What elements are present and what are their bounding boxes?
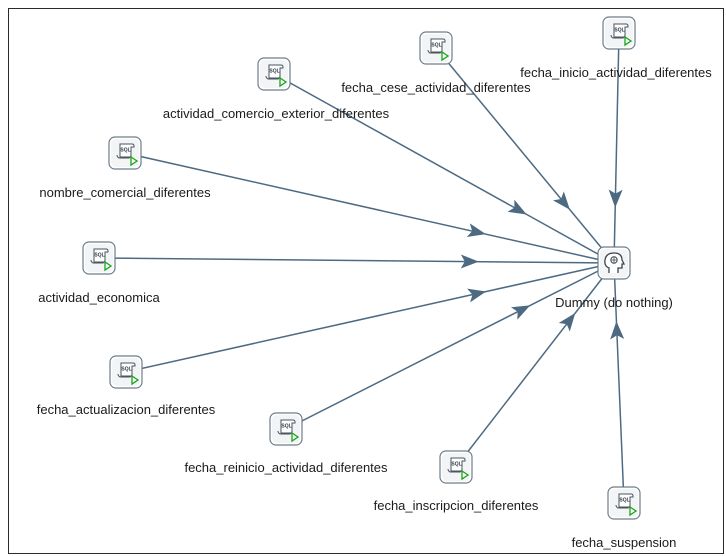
sql-script-icon[interactable]: SQL [109, 355, 143, 389]
svg-text:SQL: SQL [614, 28, 624, 34]
step-label: nombre_comercial_diferentes [39, 185, 211, 200]
svg-text:SQL: SQL [269, 69, 279, 75]
svg-text:SQL: SQL [431, 43, 441, 49]
step-fecha_inscripcion[interactable]: SQL fecha_inscripcion_diferentes [374, 450, 539, 513]
step-fecha_actualizacion[interactable]: SQL fecha_actualizacion_diferentes [37, 355, 216, 417]
hop-arrow-fecha_reinicio [510, 305, 531, 320]
play-icon [104, 260, 113, 272]
hop-actividad_comercio[interactable] [273, 73, 615, 264]
play-icon [461, 469, 470, 481]
play-icon [291, 431, 300, 443]
hop-arrow-actividad_economica [460, 254, 479, 269]
step-fecha_reinicio[interactable]: SQL fecha_reinicio_actividad_diferentes [184, 412, 388, 475]
sql-script-icon[interactable]: SQL [269, 412, 303, 446]
step-label: actividad_economica [38, 290, 160, 305]
sql-script-icon[interactable]: SQL [108, 136, 142, 170]
sql-script-icon[interactable]: SQL [607, 486, 641, 520]
steps-layer: SQLfecha_cese_actividad_diferentesSQLfec… [37, 16, 712, 550]
step-dummy[interactable]: Dummy (do nothing) [555, 246, 673, 310]
play-icon [131, 374, 140, 386]
svg-text:SQL: SQL [451, 462, 461, 468]
dummy-brain-icon[interactable] [597, 246, 631, 280]
hop-fecha_suspension[interactable] [609, 262, 625, 504]
step-fecha_suspension[interactable]: SQL fecha_suspension [572, 486, 677, 550]
hops-layer [98, 32, 625, 504]
play-icon [441, 50, 450, 62]
hop-actividad_economica[interactable] [98, 254, 615, 269]
sql-script-icon[interactable]: SQL [82, 241, 116, 275]
step-nombre_comercial[interactable]: SQL nombre_comercial_diferentes [39, 136, 211, 200]
step-label: fecha_suspension [572, 535, 677, 550]
play-icon [130, 155, 139, 167]
hop-arrow-fecha_cese [553, 191, 570, 210]
hop-fecha_cese[interactable] [435, 47, 615, 264]
sql-script-icon[interactable]: SQL [602, 16, 636, 50]
svg-text:SQL: SQL [121, 367, 131, 373]
sql-script-icon[interactable]: SQL [439, 450, 473, 484]
play-icon [279, 76, 288, 88]
svg-text:SQL: SQL [94, 253, 104, 259]
step-label: fecha_cese_actividad_diferentes [341, 80, 531, 95]
step-label: fecha_actualizacion_diferentes [37, 402, 216, 417]
step-label: fecha_inscripcion_diferentes [374, 498, 539, 513]
svg-text:SQL: SQL [281, 424, 291, 430]
svg-text:SQL: SQL [120, 148, 130, 154]
hop-arrow-fecha_suspension [610, 321, 625, 340]
hop-fecha_actualizacion[interactable] [125, 262, 615, 373]
hop-arrow-actividad_comercio [507, 199, 527, 215]
hop-fecha_reinicio[interactable] [285, 262, 615, 430]
hop-nombre_comercial[interactable] [124, 152, 615, 264]
hop-fecha_inicio[interactable] [608, 32, 623, 264]
play-icon [629, 505, 638, 517]
hop-arrow-fecha_inicio [608, 189, 623, 208]
step-label: fecha_reinicio_actividad_diferentes [184, 460, 388, 475]
play-icon [624, 35, 633, 47]
step-label: Dummy (do nothing) [555, 295, 673, 310]
hop-arrow-fecha_inscripcion [558, 313, 576, 332]
hop-arrow-fecha_actualizacion [467, 288, 487, 303]
canvas-frame [8, 8, 724, 554]
step-actividad_comercio[interactable]: SQL actividad_comercio_exterior_diferente… [163, 57, 390, 121]
sql-script-icon[interactable]: SQL [257, 57, 291, 91]
step-label: actividad_comercio_exterior_diferentes [163, 106, 390, 121]
step-label: fecha_inicio_actividad_diferentes [520, 65, 712, 80]
step-fecha_inicio[interactable]: SQL fecha_inicio_actividad_diferentes [520, 16, 712, 80]
step-fecha_cese[interactable]: SQL fecha_cese_actividad_diferentes [341, 31, 531, 95]
hop-arrow-nombre_comercial [466, 223, 486, 238]
hop-fecha_inscripcion[interactable] [455, 262, 615, 468]
step-actividad_economica[interactable]: SQL actividad_economica [38, 241, 160, 305]
sql-script-icon[interactable]: SQL [419, 31, 453, 65]
svg-text:SQL: SQL [619, 498, 629, 504]
